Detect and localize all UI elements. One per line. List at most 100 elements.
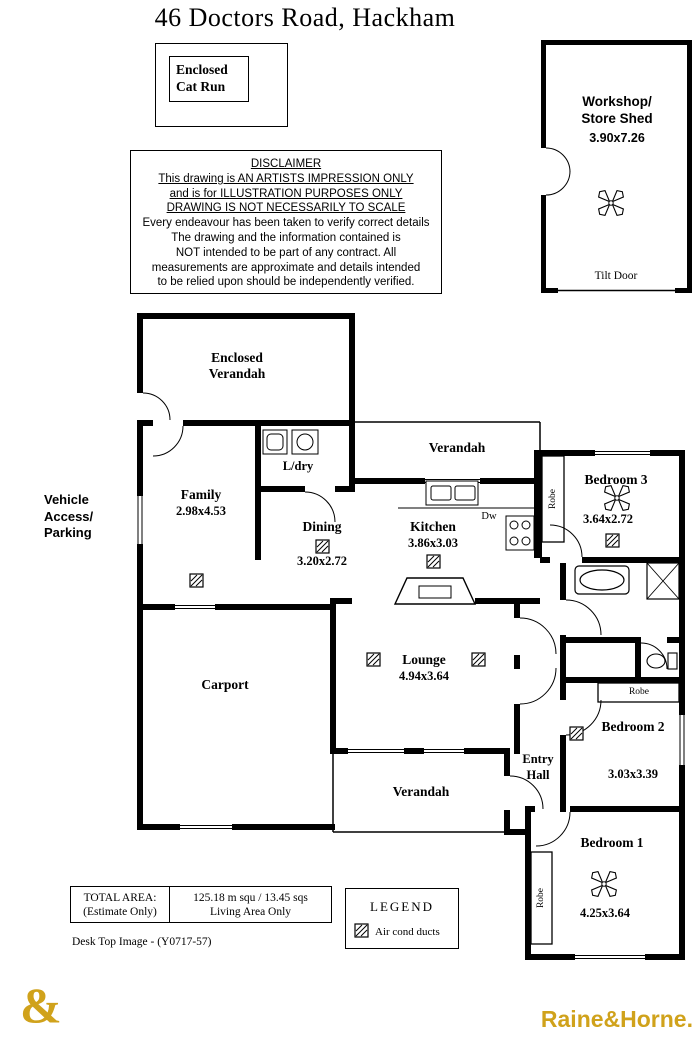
total-area-label: TOTAL AREA: [83, 892, 157, 904]
room-dims-dining: 3.20x2.72 [297, 554, 347, 568]
workshop-label: Workshop/ Store Shed [581, 93, 652, 127]
fireplace-bay [393, 577, 477, 605]
cat-run-label: Cat Run [176, 79, 226, 94]
door-arc [519, 617, 557, 705]
bed3-wing-walls [540, 450, 685, 680]
room-label-entry-hall: Entry Hall [522, 752, 553, 783]
enclosed-verandah-walls [137, 313, 355, 426]
room-dims: 4.94x3.64 [399, 669, 449, 683]
window [595, 451, 650, 455]
disclaimer-line: NOT intended to be part of any contract.… [175, 246, 397, 259]
total-area-value: 125.18 m squ / 13.45 sqs [193, 892, 308, 904]
door-arc [152, 425, 184, 457]
robe-label-bedroom1: Robe [536, 887, 546, 909]
laundry-tub-fixture [262, 429, 319, 455]
disclaimer-line: The drawing and the information containe… [171, 231, 401, 244]
total-area-note: Living Area Only [209, 906, 292, 918]
room-label-carport: Carport [201, 677, 249, 692]
disclaimer-line: This drawing is AN ARTISTS IMPRESSION ON… [158, 172, 414, 185]
room-label-verandah-top: Verandah [428, 440, 486, 455]
verandah-bottom-edge [332, 754, 507, 833]
disclaimer-line: DRAWING IS NOT NECESSARILY TO SCALE [166, 202, 406, 215]
disclaimer-line: DISCLAIMER [250, 158, 322, 170]
company-logo: Raine&Horne. [540, 1006, 693, 1032]
room-name: Hall [526, 767, 550, 782]
door-arc [142, 392, 171, 421]
ceiling-fan-icon [588, 868, 620, 900]
air-cond-ducts [189, 533, 620, 741]
lounge-walls [330, 598, 540, 754]
vehicle-access-label: Vehicle Access/ Parking [44, 492, 93, 542]
room-label-lounge: Lounge 4.94x3.64 [399, 652, 449, 684]
room-name: Family [180, 487, 222, 502]
room-label-family: Family 2.98x4.53 [176, 487, 226, 519]
house-walls-top [137, 420, 542, 610]
image-reference: Desk Top Image - (Y0717-57) [72, 936, 212, 948]
legend-air-cond-label: Air cond ducts [375, 926, 440, 938]
workshop-name: Workshop/ [582, 94, 652, 109]
shower-fixture [646, 562, 680, 600]
total-area-values: 125.18 m squ / 13.45 sqs Living Area Onl… [170, 887, 331, 922]
workshop-walls [541, 40, 692, 293]
room-label-laundry: L/dry [282, 459, 314, 473]
cat-run-inner-box: Enclosed Cat Run [169, 56, 249, 102]
vehicle-access-line: Vehicle [44, 492, 89, 507]
ampersand-logo: & [20, 977, 62, 1033]
total-area-estimate: (Estimate Only) [83, 906, 157, 918]
vehicle-access-line: Parking [44, 525, 92, 540]
window [348, 749, 464, 753]
dishwasher-label: Dw [481, 511, 497, 522]
room-dims-bedroom2: 3.03x3.39 [608, 767, 658, 781]
legend-title: LEGEND [370, 899, 434, 914]
vehicle-access-line: Access/ [44, 508, 94, 524]
workshop-name: Store Shed [581, 111, 653, 126]
total-area-box: TOTAL AREA: (Estimate Only) 125.18 m squ… [70, 886, 332, 923]
room-dims-bedroom1: 4.25x3.64 [580, 906, 630, 920]
room-name: Kitchen [410, 519, 456, 534]
room-label-enclosed-verandah: Enclosed Verandah [209, 350, 266, 382]
robe-closet [597, 682, 680, 703]
room-label-bedroom1: Bedroom 1 [580, 835, 644, 850]
robe-label-bedroom2: Robe [628, 687, 650, 697]
room-label-verandah-bottom: Verandah [392, 784, 450, 799]
door-arc [549, 524, 668, 670]
workshop-dims: 3.90x7.26 [589, 131, 645, 145]
disclaimer-line: to be relied upon should be independentl… [157, 276, 415, 289]
bedroom-walls [504, 677, 685, 960]
cat-run-box: Enclosed Cat Run [155, 43, 288, 127]
room-label-bedroom2: Bedroom 2 [601, 719, 665, 734]
disclaimer-line: and is for ILLUSTRATION PURPOSES ONLY [169, 187, 403, 200]
tilt-door-label: Tilt Door [594, 270, 638, 282]
stove-fixture [505, 515, 535, 551]
carport-walls [137, 610, 335, 830]
room-dims: 3.86x3.03 [408, 536, 458, 550]
disclaimer-line: measurements are approximate and details… [151, 261, 421, 274]
room-name: Verandah [208, 366, 266, 381]
room-name: Entry [522, 752, 554, 766]
workshop-door-arcs [545, 147, 571, 196]
room-label-kitchen: Kitchen 3.86x3.03 [408, 519, 458, 551]
room-name: Enclosed [211, 350, 263, 365]
room-name: Lounge [402, 652, 446, 667]
verandah-top-edge [355, 421, 541, 451]
robe-label-bedroom3: Robe [548, 488, 558, 510]
room-dims: 2.98x4.53 [176, 504, 226, 518]
ceiling-fan-icon [595, 187, 627, 219]
door-arc [304, 491, 336, 523]
disclaimer-box: DISCLAIMER This drawing is AN ARTISTS IM… [130, 150, 442, 294]
legend-box: LEGEND Air cond ducts [345, 888, 459, 949]
room-label-bedroom3: Bedroom 3 [584, 472, 648, 487]
room-dims-bedroom3: 3.64x2.72 [583, 512, 633, 526]
robe-closet [530, 851, 553, 945]
total-area-labels: TOTAL AREA: (Estimate Only) [71, 887, 170, 922]
cat-run-label: Enclosed [176, 62, 228, 77]
toilet-fixture [646, 652, 678, 670]
air-cond-duct-icon [354, 923, 369, 938]
robe-closet [541, 455, 565, 543]
window [575, 715, 685, 959]
room-label-dining: Dining [302, 519, 342, 534]
page-title: 46 Doctors Road, Hackham [154, 3, 456, 32]
disclaimer-line: Every endeavour has been taken to verify… [142, 217, 430, 230]
